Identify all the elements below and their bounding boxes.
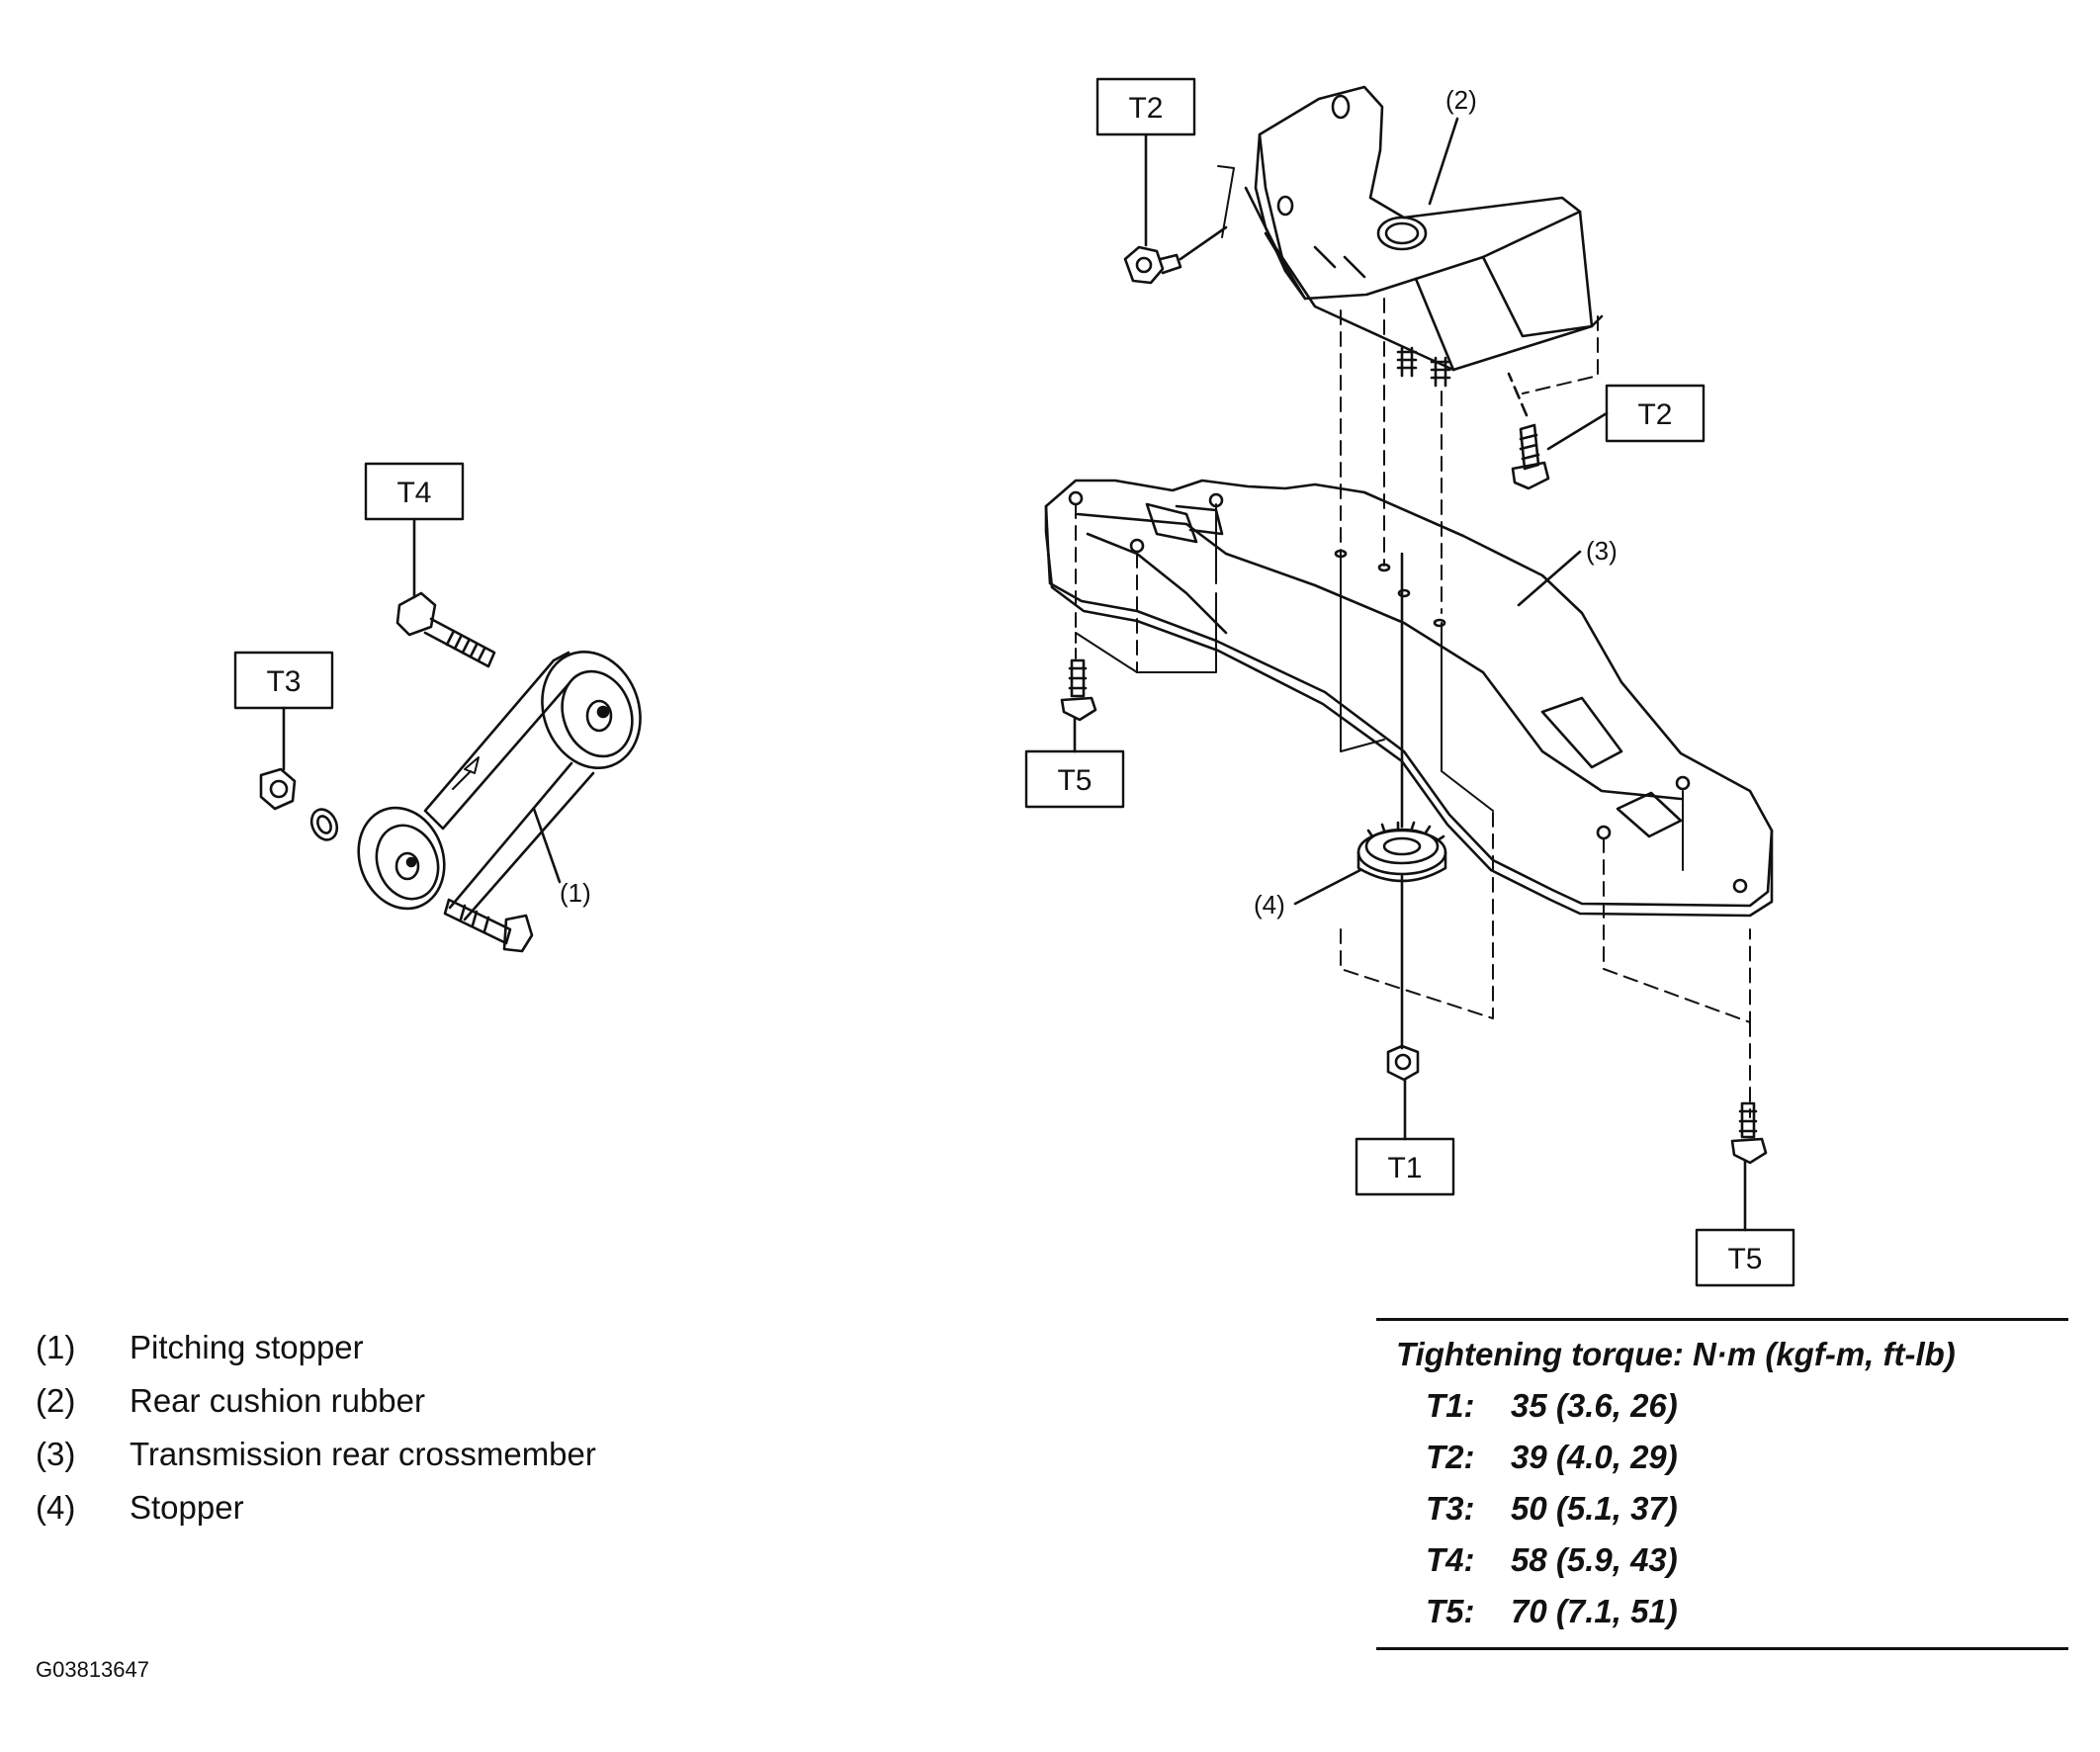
svg-text:T5: T5	[1057, 764, 1092, 797]
figure-id: G03813647	[36, 1657, 149, 1682]
t2-top-bolt	[1123, 225, 1228, 285]
tag-t5-right: T5	[1695, 1159, 1795, 1287]
legend-label: Rear cushion rubber	[130, 1382, 425, 1419]
t4-bolt	[395, 591, 496, 668]
t5-right-bolt	[1730, 1101, 1768, 1165]
tag-t2-right: T2	[1546, 384, 1706, 451]
torque-value: 50 (5.1, 37)	[1511, 1490, 1678, 1527]
tag-t3: T3	[233, 651, 334, 771]
torque-row: T1: 35 (3.6, 26)	[1376, 1380, 2068, 1432]
torque-code: T2:	[1426, 1439, 1475, 1475]
callout-1-leader	[532, 807, 562, 884]
rear-cushion-rubber	[1244, 85, 1604, 388]
tag-t5-left: T5	[1024, 716, 1125, 809]
legend-number: (3)	[36, 1436, 76, 1472]
legend-label: Transmission rear crossmember	[130, 1436, 596, 1472]
svg-text:T3: T3	[266, 665, 301, 698]
torque-value: 58 (5.9, 43)	[1511, 1541, 1678, 1578]
svg-text:T2: T2	[1637, 398, 1672, 431]
pitching-stopper	[357, 650, 642, 921]
torque-row: T2: 39 (4.0, 29)	[1376, 1432, 2068, 1483]
torque-code: T3:	[1426, 1490, 1475, 1527]
crossmember-phantom-lines	[1075, 503, 1751, 1118]
parts-legend: (1) Pitching stopper (2) Rear cushion ru…	[36, 1321, 596, 1534]
torque-value: 39 (4.0, 29)	[1511, 1439, 1678, 1475]
svg-text:T1: T1	[1387, 1152, 1422, 1184]
torque-row: T4: 58 (5.9, 43)	[1376, 1534, 2068, 1586]
legend-label: Pitching stopper	[130, 1329, 364, 1365]
callout-2: (2)	[1445, 85, 1477, 115]
legend-item: (4) Stopper	[36, 1481, 596, 1534]
callout-2-leader	[1428, 117, 1459, 206]
torque-value: 70 (7.1, 51)	[1511, 1593, 1678, 1629]
callout-3: (3)	[1586, 536, 1618, 566]
callout-4: (4)	[1254, 890, 1285, 920]
t3-nut	[259, 767, 297, 811]
callout-4-leader	[1293, 868, 1362, 906]
lower-bolt	[443, 898, 534, 953]
torque-row: T3: 50 (5.1, 37)	[1376, 1483, 2068, 1534]
legend-label: Stopper	[130, 1489, 244, 1526]
torque-title: Tightening torque: N·m (kgf-m, ft-lb)	[1396, 1336, 1956, 1372]
svg-text:T2: T2	[1128, 92, 1163, 125]
legend-item: (1) Pitching stopper	[36, 1321, 596, 1374]
t5-left-bolt	[1060, 658, 1097, 722]
legend-number: (2)	[36, 1382, 76, 1419]
tag-t2-top: T2	[1095, 77, 1196, 247]
callout-1: (1)	[560, 878, 591, 908]
legend-number: (4)	[36, 1489, 76, 1526]
svg-text:T4: T4	[396, 477, 431, 509]
legend-number: (1)	[36, 1329, 76, 1365]
legend-item: (3) Transmission rear crossmember	[36, 1428, 596, 1481]
tag-t1: T1	[1355, 1078, 1455, 1196]
washer	[309, 808, 339, 841]
torque-row: T5: 70 (7.1, 51)	[1376, 1586, 2068, 1637]
torque-code: T1:	[1426, 1387, 1475, 1424]
svg-text:T5: T5	[1727, 1243, 1762, 1275]
t1-nut	[1386, 1044, 1420, 1082]
t2-right-bolt	[1507, 372, 1550, 490]
rubber-phantom-lines	[1217, 165, 1599, 614]
tag-t4: T4	[364, 462, 465, 599]
torque-value: 35 (3.6, 26)	[1511, 1387, 1678, 1424]
stopper	[1356, 552, 1447, 1050]
torque-code: T4:	[1426, 1541, 1475, 1578]
torque-code: T5:	[1426, 1593, 1475, 1629]
torque-table: Tightening torque: N·m (kgf-m, ft-lb) T1…	[1376, 1318, 2068, 1650]
transmission-rear-crossmember	[1044, 479, 1774, 918]
legend-item: (2) Rear cushion rubber	[36, 1374, 596, 1428]
callout-3-leader	[1517, 550, 1582, 607]
